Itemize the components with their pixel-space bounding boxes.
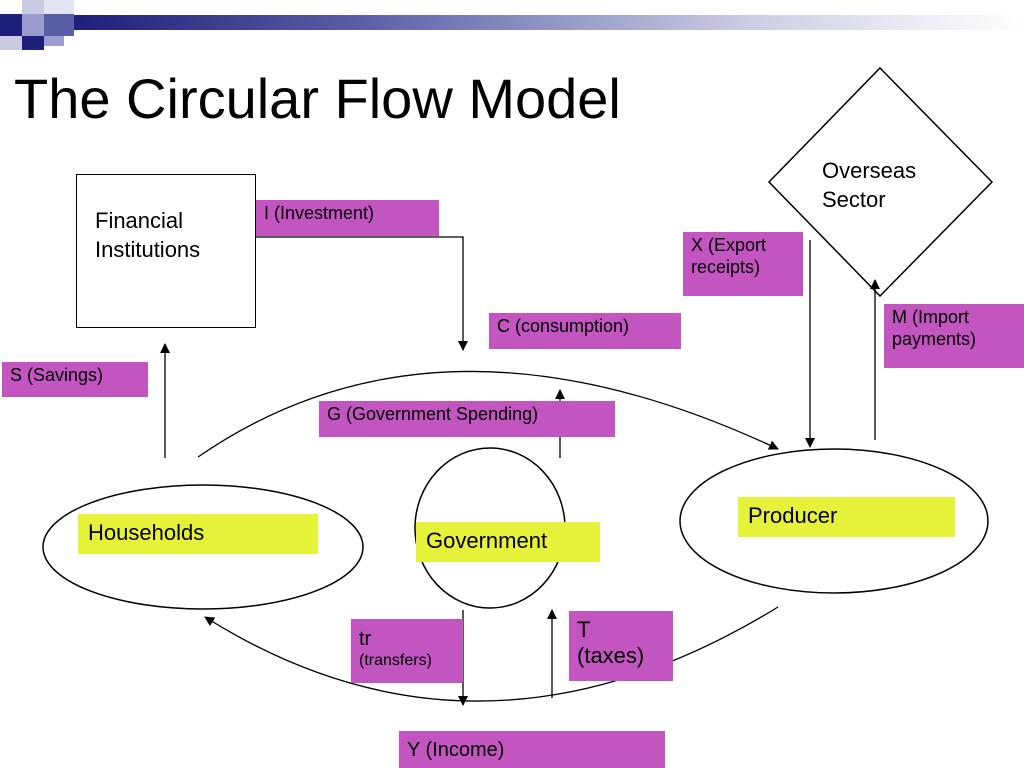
transfers-line1: tr [359, 628, 372, 650]
slide-title: The Circular Flow Model [14, 67, 621, 130]
government-spending-label: G (Government Spending) [319, 401, 615, 437]
financial-institutions-box [76, 174, 256, 328]
producer-ellipse [679, 448, 989, 594]
transfers-label: tr (transfers) [351, 619, 463, 683]
overseas-sector-line1: Overseas [822, 158, 917, 183]
consumption-label: C (consumption) [489, 313, 681, 349]
financial-institutions-line1: Financial [95, 208, 184, 233]
import-payments-line2: payments) [892, 328, 977, 349]
decor-square [44, 0, 74, 14]
export-receipts-label: X (Export receipts) [683, 232, 803, 296]
investment-label: I (Investment) [256, 200, 439, 236]
households-label: Households [78, 514, 318, 554]
decor-square [44, 14, 74, 36]
taxes-label: T (taxes) [569, 611, 673, 681]
export-receipts-line1: X (Export [691, 235, 767, 255]
producer-label: Producer [738, 497, 955, 537]
investment-arrow [256, 236, 468, 351]
decor-square [22, 0, 44, 14]
decor-square [44, 36, 64, 46]
decor-square [0, 36, 22, 50]
financial-institutions-label: Financial Institutions [95, 207, 200, 264]
overseas-sector-label: Overseas Sector [822, 157, 916, 214]
government-label: Government [416, 522, 600, 562]
households-ellipse [42, 484, 364, 610]
decor-square [22, 14, 44, 36]
income-label: Y (Income) [399, 731, 665, 768]
consumption-flow-arc [197, 370, 779, 458]
transfers-line2: (transfers) [359, 652, 432, 669]
slide-header-decoration [0, 0, 1024, 60]
decor-square [0, 14, 22, 36]
income-flow-arc [204, 606, 779, 702]
taxes-line2: (taxes) [577, 643, 645, 669]
export-receipts-line2: receipts) [691, 256, 761, 277]
taxes-line1: T [577, 617, 591, 642]
financial-institutions-line2: Institutions [95, 236, 201, 262]
decor-square [22, 36, 44, 50]
overseas-sector-line2: Sector [822, 186, 886, 212]
savings-label: S (Savings) [2, 362, 148, 397]
import-payments-line1: M (Import [892, 307, 970, 327]
import-payments-label: M (Import payments) [884, 304, 1024, 368]
overseas-sector-diamond [767, 66, 994, 298]
header-gradient-bar [74, 15, 1024, 30]
